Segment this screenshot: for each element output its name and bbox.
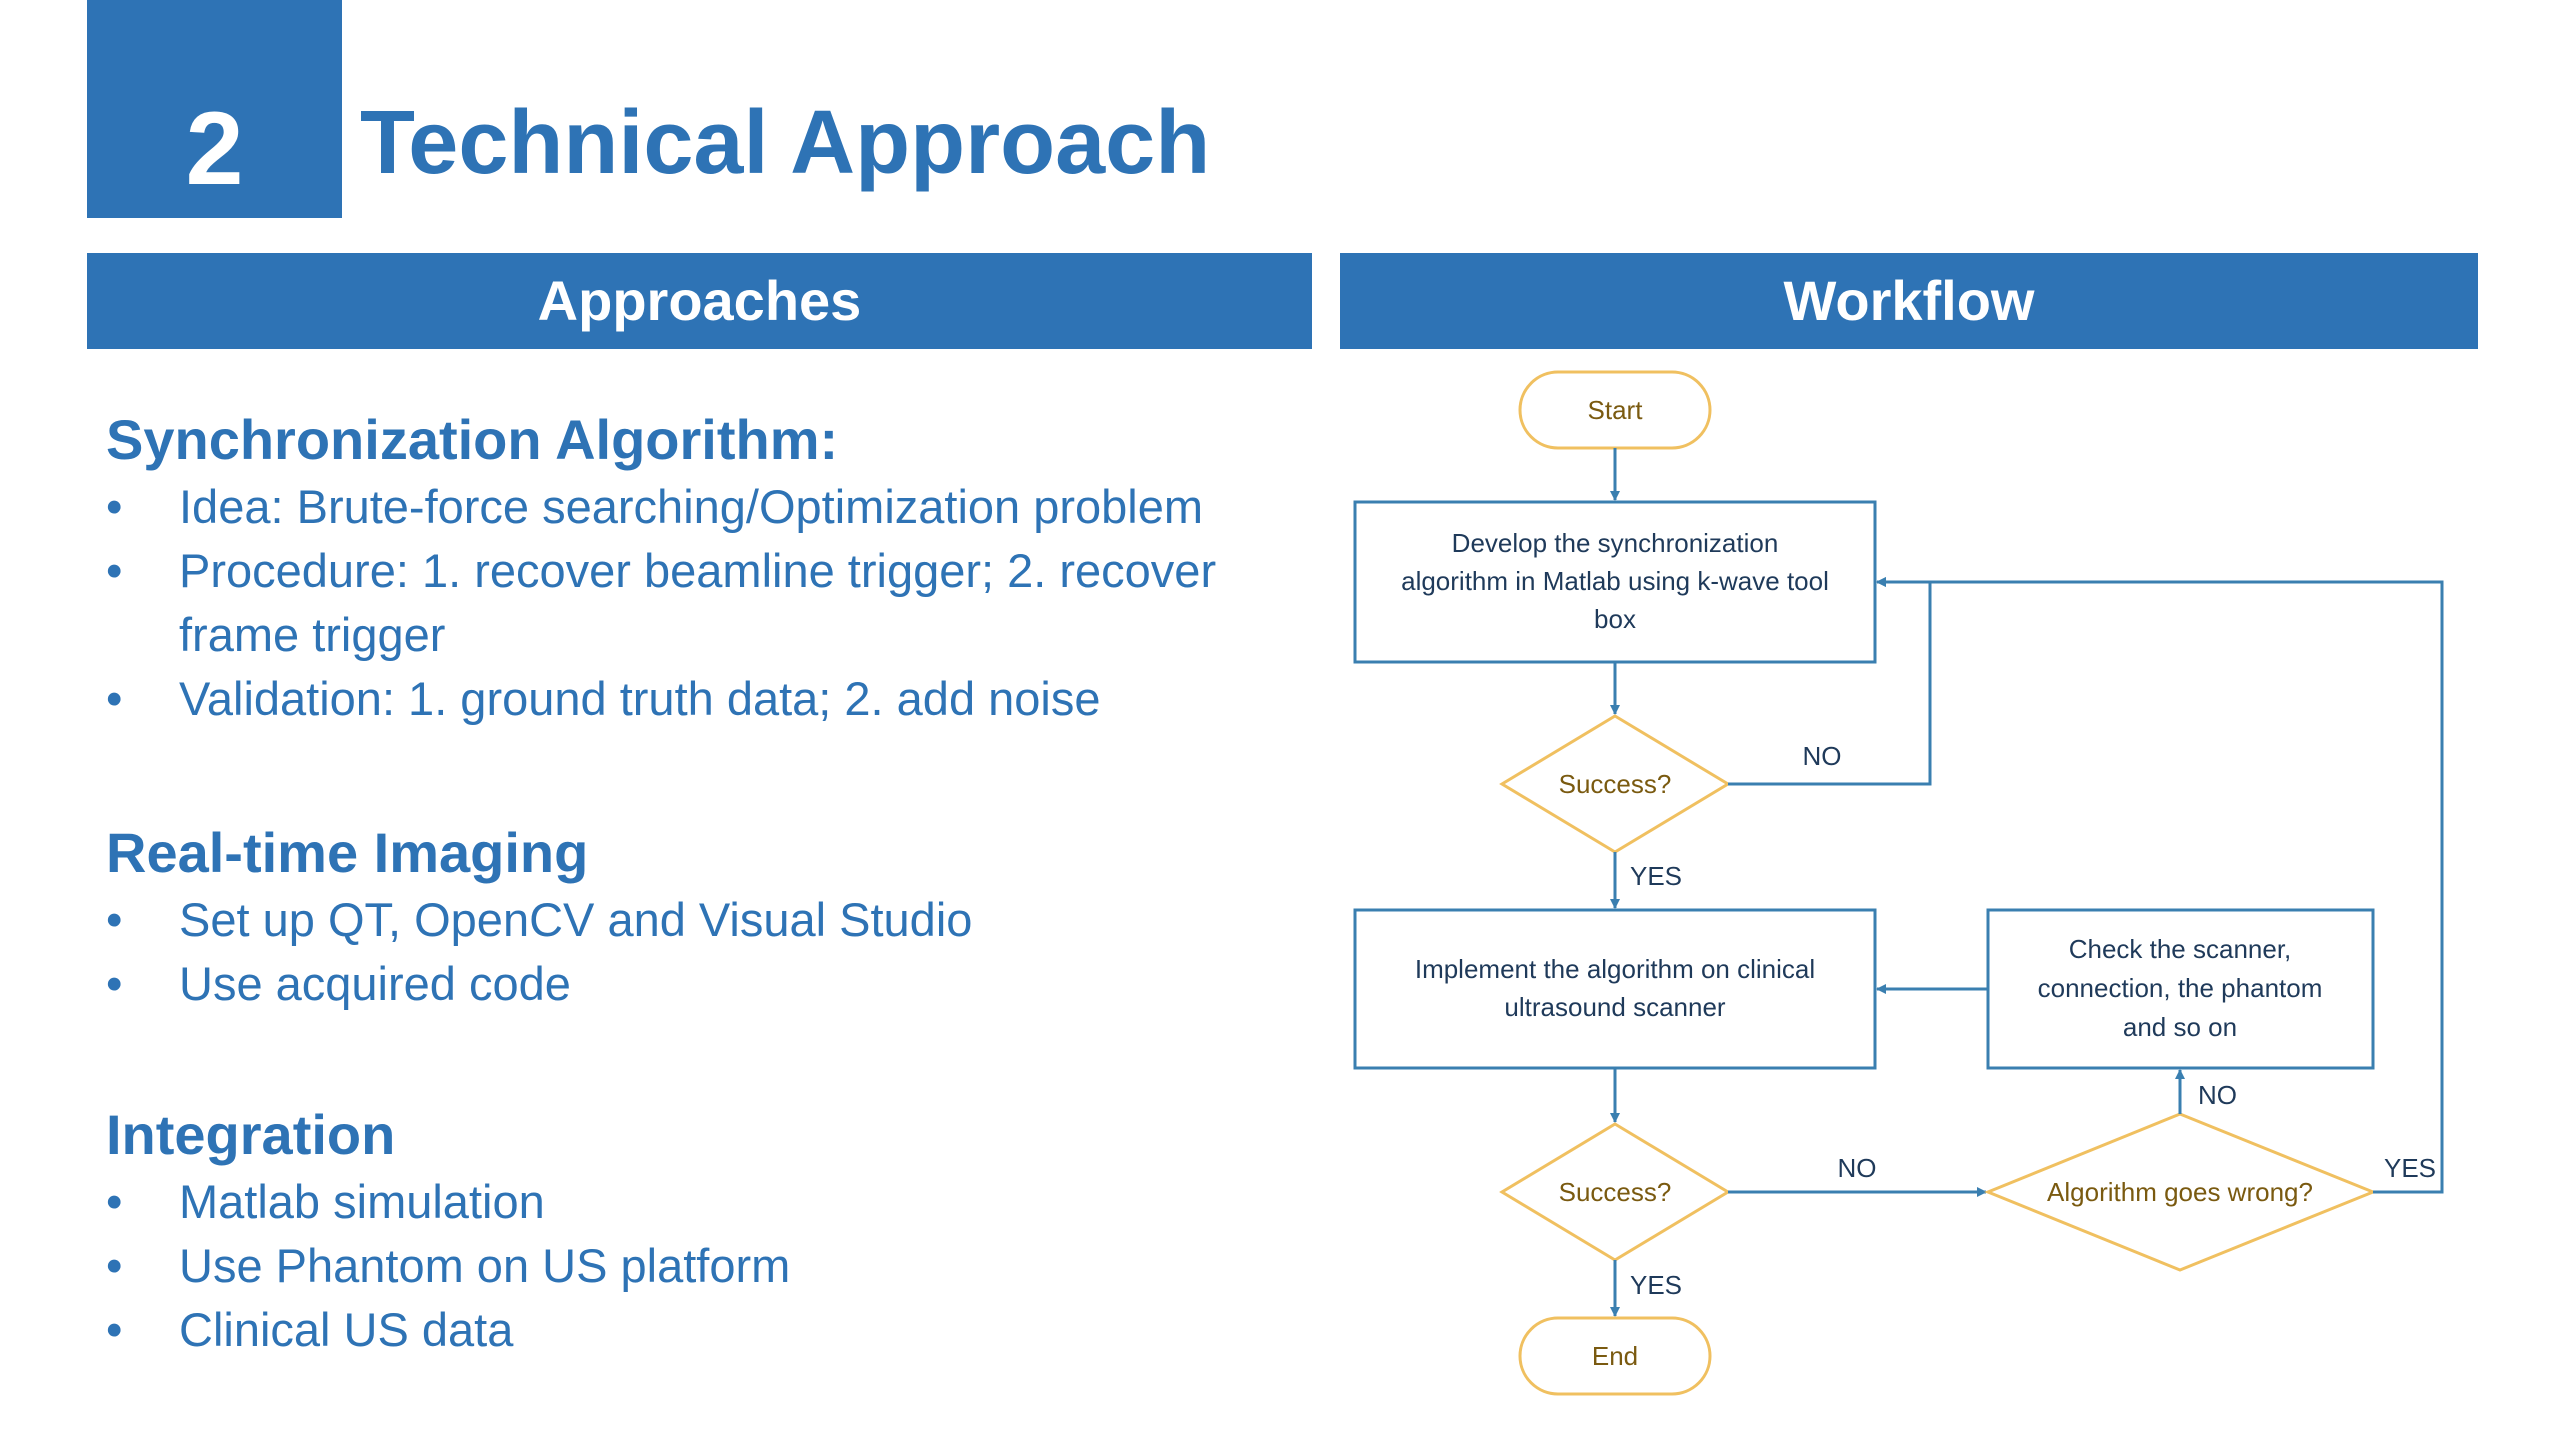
end-terminal xyxy=(1518,1316,1712,1396)
implement-line-2: ultrasound scanner xyxy=(1504,992,1725,1022)
section-heading: Real-time Imaging xyxy=(106,821,589,884)
section-heading: Synchronization Algorithm: xyxy=(106,408,839,471)
check-line-3: and so on xyxy=(2123,1012,2237,1042)
bullet-icon: • xyxy=(106,672,123,725)
check-line-1: Check the scanner, xyxy=(2069,934,2292,964)
list-item: •Clinical US data xyxy=(106,1298,1319,1362)
list-item: •Matlab simulation xyxy=(106,1170,1319,1234)
list-item: •Idea: Brute-force searching/Optimizatio… xyxy=(106,475,1319,539)
section-heading: Integration xyxy=(106,1103,396,1166)
page-title: Technical Approach xyxy=(360,93,1211,193)
section-synchronization: Synchronization Algorithm: •Idea: Brute-… xyxy=(106,405,1319,731)
bullet-icon: • xyxy=(106,1175,123,1228)
list-item: •Use Phantom on US platform xyxy=(106,1234,1319,1298)
end-label: End xyxy=(1592,1341,1638,1371)
list-item: •Set up QT, OpenCV and Visual Studio xyxy=(106,888,1319,952)
bullet-icon: • xyxy=(106,1303,123,1356)
bullet-icon: • xyxy=(106,544,123,597)
no-label: NO xyxy=(2198,1080,2237,1110)
decision-3-label: Algorithm goes wrong? xyxy=(2047,1177,2313,1207)
develop-line-1: Develop the synchronization xyxy=(1452,528,1779,558)
bullet-list: •Set up QT, OpenCV and Visual Studio •Us… xyxy=(106,888,1319,1016)
section-integration: Integration •Matlab simulation •Use Phan… xyxy=(106,1100,1319,1362)
list-item: •Validation: 1. ground truth data; 2. ad… xyxy=(106,667,1319,731)
implement-line-1: Implement the algorithm on clinical xyxy=(1415,954,1815,984)
algorithm-wrong-decision xyxy=(1984,1112,2378,1272)
no-label: NO xyxy=(1838,1153,1877,1183)
list-item: •Procedure: 1. recover beamline trigger;… xyxy=(106,539,1319,667)
yes-loop-connector xyxy=(1876,577,2444,1194)
bullet-icon: • xyxy=(106,1239,123,1292)
section-realtime-imaging: Real-time Imaging •Set up QT, OpenCV and… xyxy=(106,818,1319,1016)
no-label: NO xyxy=(1803,741,1842,771)
yes-label: YES xyxy=(2384,1153,2436,1183)
check-line-2: connection, the phantom xyxy=(2038,973,2323,1003)
decision-2-label: Success? xyxy=(1559,1177,1672,1207)
list-item: •Use acquired code xyxy=(106,952,1319,1016)
approaches-header: Approaches xyxy=(87,253,1312,349)
implement-process-box xyxy=(1353,908,1877,1070)
bullet-list: •Idea: Brute-force searching/Optimizatio… xyxy=(106,475,1319,731)
bullet-icon: • xyxy=(106,957,123,1010)
develop-line-3: box xyxy=(1594,604,1636,634)
bullet-icon: • xyxy=(106,893,123,946)
workflow-header: Workflow xyxy=(1340,253,2478,349)
section-number: 2 xyxy=(185,91,244,207)
develop-process-box xyxy=(1353,500,1877,664)
section-number-box: 2 xyxy=(87,0,342,218)
bullet-list: •Matlab simulation •Use Phantom on US pl… xyxy=(106,1170,1319,1362)
yes-label: YES xyxy=(1630,1270,1682,1300)
bullet-icon: • xyxy=(106,480,123,533)
develop-line-2: algorithm in Matlab using k-wave tool xyxy=(1401,566,1829,596)
decision-1-label: Success? xyxy=(1559,769,1672,799)
start-label: Start xyxy=(1588,395,1644,425)
yes-label: YES xyxy=(1630,861,1682,891)
